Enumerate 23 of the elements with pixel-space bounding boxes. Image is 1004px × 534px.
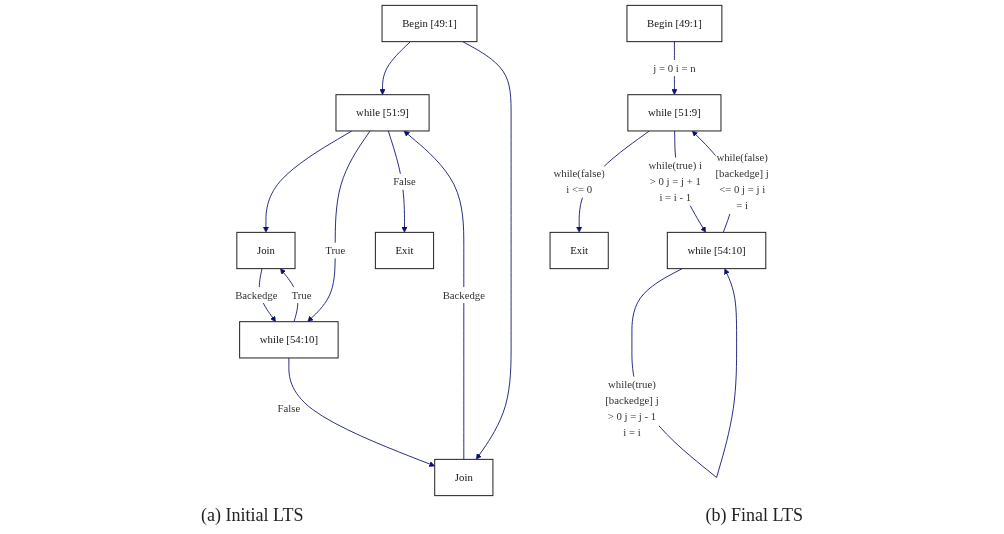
edge-label: True — [291, 289, 312, 301]
edge-label: False — [277, 402, 301, 415]
edge-label: Backedge — [442, 289, 485, 301]
edge-label: while(false) [backedge] j <= 0 j = j i = i — [715, 151, 769, 212]
edge-label: while(true) [backedge] j > 0 j = j - 1 i = i — [605, 378, 659, 439]
edge-label: Backedge — [235, 289, 278, 301]
node-box: while [51:9] — [627, 94, 722, 132]
figure-caption: (a) Initial LTS — [201, 505, 304, 526]
node-box: Exit — [374, 231, 435, 270]
node-box: while [54:10] — [239, 321, 339, 359]
edge-label: False — [393, 175, 416, 188]
edge-label: True — [325, 244, 346, 256]
node-box: while [51:9] — [335, 94, 430, 132]
edge-label: j = 0 i = n — [653, 62, 696, 74]
node-box: Begin [49:1] — [381, 4, 478, 43]
node-box: while [54:10] — [666, 231, 767, 270]
node-box: Join — [434, 458, 494, 497]
figure-caption: (b) Final LTS — [705, 505, 803, 526]
node-box: Exit — [549, 231, 609, 270]
edge-label: while(false) i <= 0 — [553, 167, 605, 196]
node-box: Begin [49:1] — [626, 4, 723, 43]
edge-label: while(true) i > 0 j = j + 1 i = i - 1 — [648, 159, 703, 204]
node-box: Join — [236, 231, 296, 270]
